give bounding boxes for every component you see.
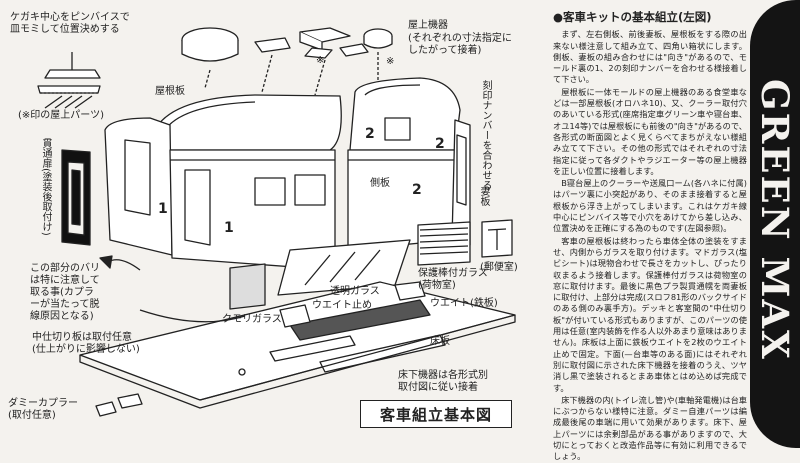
article-title: ●客車キットの基本組立(左図)	[553, 10, 712, 24]
bar-note: この部分のバリ は特に注意して 取る事(カプラ ーが当たって脱 線原因となる)	[30, 263, 100, 322]
article-column: ●客車キットの基本組立(左図) まず、左右側板、前後妻板、屋根板をする際の出来な…	[553, 10, 747, 461]
clear-glass-label: 透明ガラス	[330, 286, 380, 297]
article-paragraph: 屋根板に一体モールドの屋上機器のある食堂車などは一部屋根板(オロハネ10)、又、…	[553, 86, 747, 176]
roof-equipment-note: (それぞれの寸法指定に したがって接着)	[408, 33, 512, 56]
roof-equipment-label: 屋上機器	[408, 20, 448, 31]
frosted-glass-label: クモリガラス	[222, 314, 282, 325]
asterisk-mark-2: ※	[386, 56, 395, 67]
brand-tab: GREEN MAX	[750, 0, 800, 448]
gangway-door-label: 貫通扉(塗装後取付け)	[40, 138, 51, 236]
engraved-number-label: 刻印ナンバーを合わせる	[480, 80, 491, 190]
side-board-label: 側板	[370, 178, 390, 189]
article-paragraph: 客車の屋根板は終わったら車体全体の塗装をすませ、内側からガラスを取り付けます。マ…	[553, 235, 747, 393]
weight-stopper-label: ウエイト止め	[312, 300, 372, 311]
asterisk-mark-1: ※	[316, 55, 325, 66]
article-paragraph: まず、左右側板、前後妻板、屋根板をする際の出来ない様注意して組み立て、四角い箱状…	[553, 29, 747, 85]
number-1-side: 1	[224, 220, 234, 236]
diagram-caption: 客車組立基本図	[360, 400, 512, 428]
article-paragraph: B寝台屋上のクーラーや送風口ーム(各ハネに付属)はパーツ裏に小突起があり、そのま…	[553, 178, 747, 234]
weight-iron-label: ウエイト(鉄板)	[430, 298, 498, 309]
partition-note: 中仕切り板は取付任意 (仕上がりに影響しない)	[32, 332, 140, 355]
number-2-end: 2	[435, 136, 445, 152]
luggage-room-label: (郵便室)	[480, 262, 518, 273]
underfloor-note: 床下機器は各形式別 取付図に従い接着	[398, 370, 488, 393]
marking-note: ケガキ中心をピンバイスで 皿モミして位置決めする	[10, 12, 130, 35]
article-paragraph: 床下機器の内(トイレ流し管)や(車軸発電機)は台車にぶつからない様特に注意。ダミ…	[553, 394, 747, 462]
floor-parts	[79, 281, 516, 417]
number-2-side: 2	[412, 182, 422, 198]
assembly-diagram: ケガキ中心をピンバイスで 皿モミして位置決めする (※印の屋上パーツ) 屋上機器…	[8, 12, 518, 428]
roof-board-label: 屋根板	[155, 86, 185, 97]
end-board-label: 妻板	[478, 186, 489, 206]
brand-logo: GREEN MAX	[753, 79, 797, 361]
number-1-left-end: 1	[158, 201, 168, 217]
dummy-coupler-label: ダミーカプラー (取付任意)	[8, 398, 78, 421]
car-body	[61, 77, 471, 271]
diagram-drawing	[37, 27, 516, 417]
roof-parts-note: (※印の屋上パーツ)	[18, 110, 104, 121]
glass-parts	[229, 219, 513, 310]
number-2-roof: 2	[365, 126, 375, 142]
protective-glass-label: 保護棒付ガラス (荷物室)	[418, 268, 488, 291]
floor-board-label: 床板	[430, 336, 450, 347]
roof-part-detail	[37, 52, 101, 109]
roof-equipment-parts	[181, 27, 393, 96]
